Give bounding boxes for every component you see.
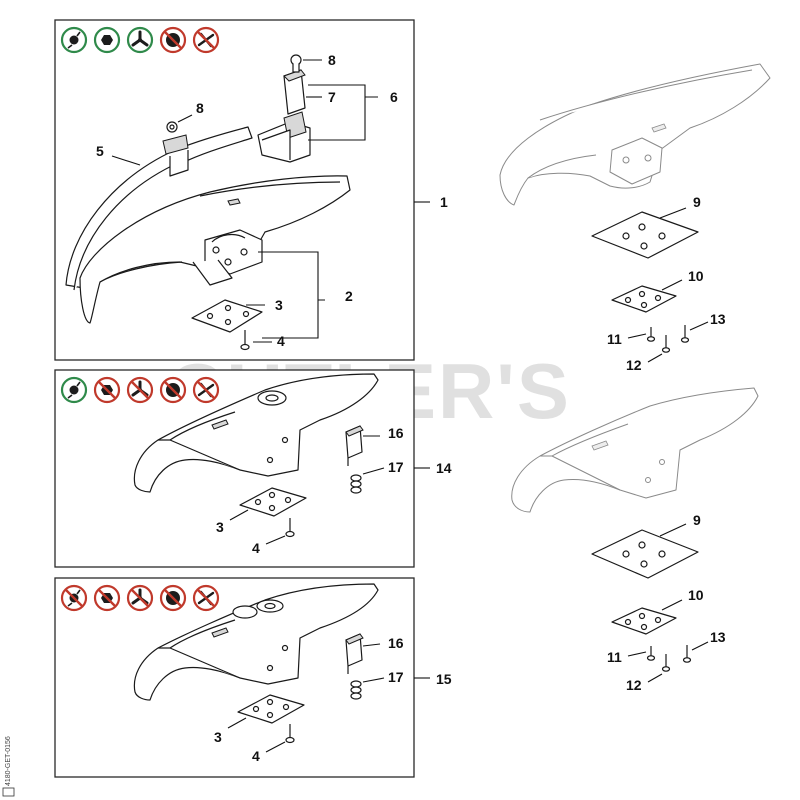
callout-7: 7 — [328, 89, 336, 105]
callout-13-top: 13 — [710, 311, 726, 327]
plate-part-10-bottom — [611, 607, 677, 635]
callout-4-top: 4 — [277, 333, 285, 349]
plate-part-9-bottom — [591, 529, 699, 579]
trimmer-line-head-icon — [67, 31, 81, 49]
callout-3-top: 3 — [275, 297, 283, 313]
spring-nut-part-17 — [350, 474, 362, 494]
icon-3-5 — [192, 584, 220, 612]
icon-2-5 — [192, 376, 220, 404]
icon-1-2 — [93, 26, 121, 54]
icon-2-3 — [126, 376, 154, 404]
icon-1-4 — [159, 26, 187, 54]
callout-8-upper: 8 — [328, 52, 336, 68]
icon-3-4 — [159, 584, 187, 612]
callout-10-bottom: 10 — [688, 587, 704, 603]
icon-3-1 — [60, 584, 88, 612]
icon-1-3 — [126, 26, 154, 54]
polycut-head-icon — [101, 35, 113, 45]
callout-1: 1 — [440, 194, 448, 210]
plate-part-10-top — [611, 285, 677, 313]
screw-part-12-top — [661, 335, 671, 353]
bracket-part-6 — [257, 111, 311, 163]
bracket-part-7 — [283, 69, 306, 115]
callout-3-mid: 3 — [216, 519, 224, 535]
right-top-assembly: 9 10 11 13 12 — [499, 63, 771, 373]
screw-part-11-top — [646, 327, 656, 342]
panel-1-tool-icons — [60, 26, 220, 54]
guard-part-14 — [133, 373, 379, 493]
callout-17-bottom: 17 — [388, 669, 404, 685]
screw-part-4-mid — [285, 518, 295, 538]
callout-13-bottom: 13 — [710, 629, 726, 645]
callout-6: 6 — [390, 89, 398, 105]
screw-part-4-bottom — [285, 724, 295, 744]
callout-10-top: 10 — [688, 268, 704, 284]
grass-blade-3-tooth-icon — [131, 30, 149, 47]
callout-8-left: 8 — [196, 100, 204, 116]
callout-16-bottom: 16 — [388, 635, 404, 651]
icon-1-5 — [192, 26, 220, 54]
guard-ghost-top — [499, 63, 771, 206]
guard-part-15 — [133, 583, 379, 701]
nut-part-8-left — [166, 121, 178, 133]
panel-3-tool-icons — [60, 584, 220, 612]
callout-15: 15 — [436, 671, 452, 687]
code-box — [2, 787, 15, 797]
icon-3-2 — [93, 584, 121, 612]
panel-2-tool-icons — [60, 376, 220, 404]
callout-11-bottom: 11 — [607, 649, 622, 665]
screw-part-13-bottom — [682, 645, 692, 663]
screw-part-8-upper — [290, 54, 302, 73]
plate-part-3-bottom — [237, 694, 305, 724]
callout-14: 14 — [436, 460, 452, 476]
panel-3: 16 17 15 3 4 — [54, 577, 452, 778]
callout-12-bottom: 12 — [626, 677, 642, 693]
callout-12-top: 12 — [626, 357, 642, 373]
guard-ghost-bottom — [511, 387, 759, 513]
callout-11-top: 11 — [607, 331, 622, 347]
icon-2-1 — [60, 376, 88, 404]
callout-5: 5 — [96, 143, 104, 159]
callout-3-bottom: 3 — [214, 729, 222, 745]
plate-part-9-top — [591, 211, 699, 259]
panel-1: 8 7 6 8 5 1 2 3 4 — [54, 19, 448, 361]
panel-2: 16 17 14 3 4 — [54, 369, 452, 568]
icon-3-3 — [126, 584, 154, 612]
bracket-part-16 — [345, 425, 364, 466]
trimmer-line-head-icon — [67, 381, 81, 399]
screw-part-12-bottom — [661, 654, 671, 672]
plate-part-3-mid — [239, 487, 307, 517]
screw-part-13-top — [680, 325, 690, 343]
icon-2-2 — [93, 376, 121, 404]
guard-mount-bracket — [192, 229, 263, 286]
diagram-code: 4180-GET-0156 — [5, 736, 12, 786]
icon-1-1 — [60, 26, 88, 54]
screw-part-11-bottom — [646, 646, 656, 661]
icon-2-4 — [159, 376, 187, 404]
callout-2: 2 — [345, 288, 353, 304]
callout-16: 16 — [388, 425, 404, 441]
callout-17: 17 — [388, 459, 404, 475]
callout-4-bottom: 4 — [252, 748, 260, 764]
right-bottom-assembly: 9 10 11 13 12 — [511, 387, 759, 693]
callout-4-mid: 4 — [252, 540, 260, 556]
callout-9-bottom: 9 — [693, 512, 701, 528]
screw-part-4 — [240, 330, 250, 351]
spring-nut-part-17-bottom — [350, 680, 362, 700]
plate-part-3 — [191, 299, 263, 333]
bracket-part-16-bottom — [345, 633, 364, 674]
callout-9-top: 9 — [693, 194, 701, 210]
